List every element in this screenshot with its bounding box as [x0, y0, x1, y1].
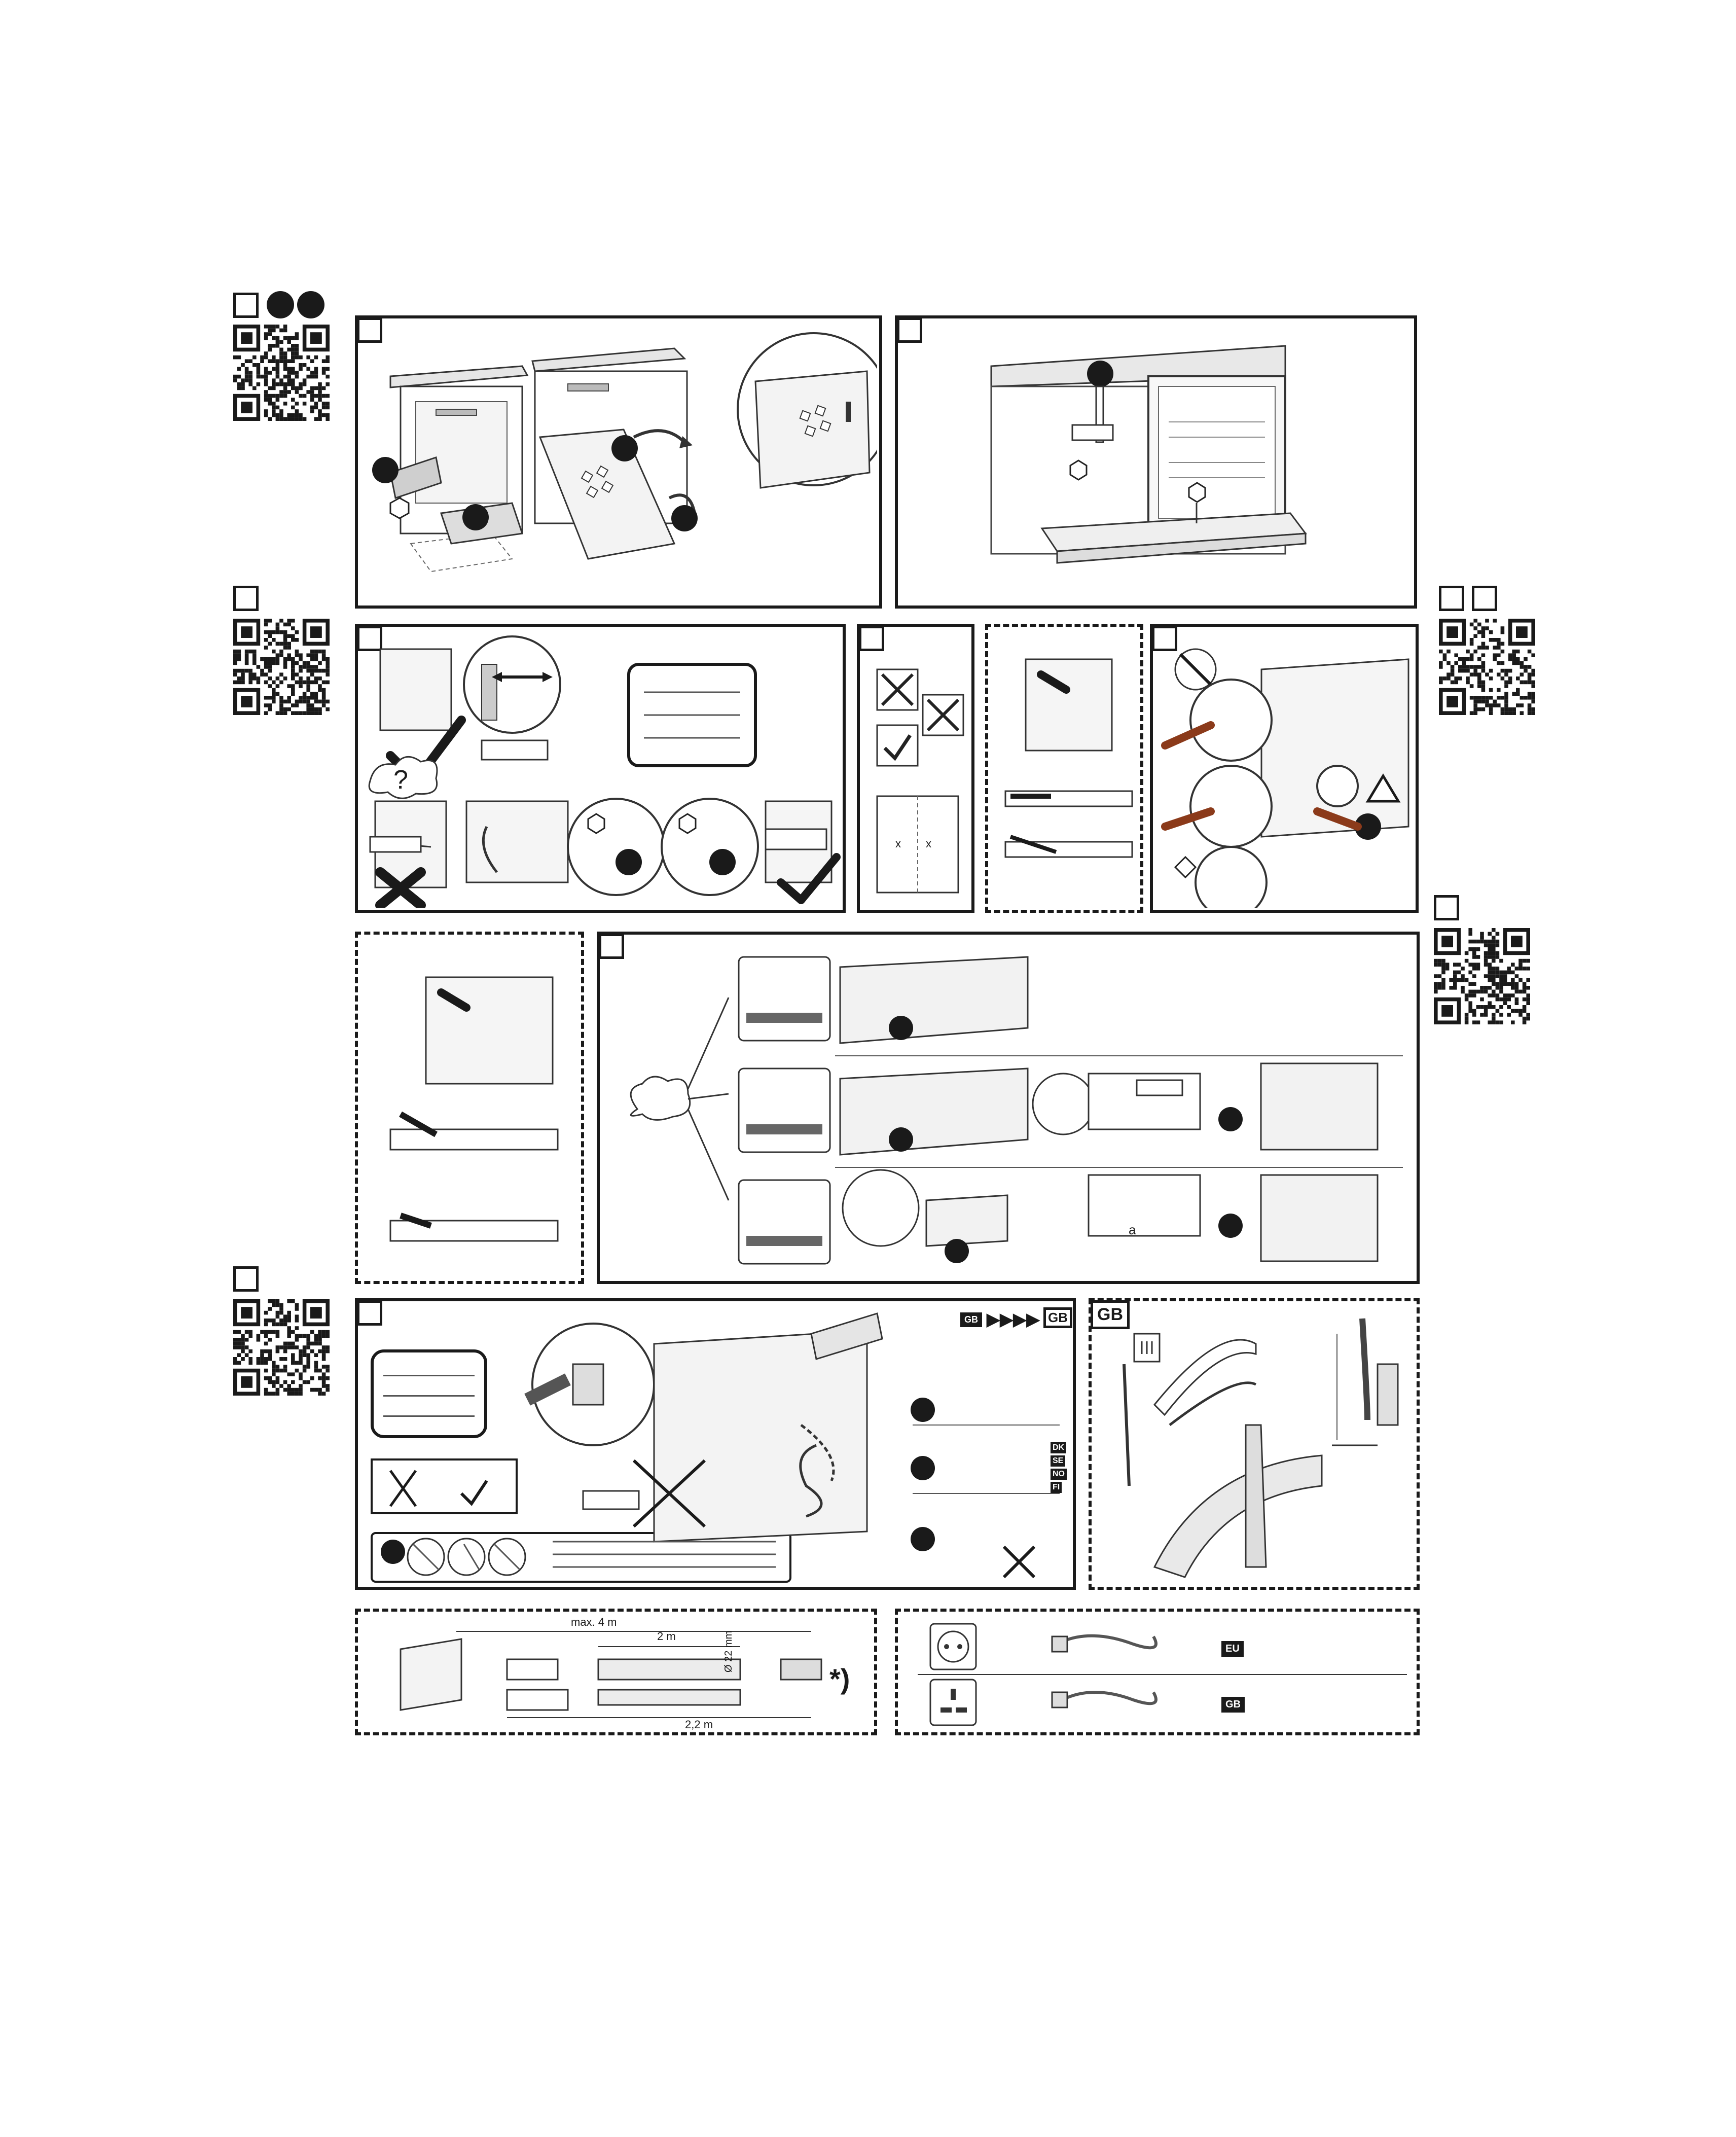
country-tag-fi: FI — [1051, 1482, 1062, 1493]
panel-door-removal — [355, 315, 882, 609]
power-plugs-illustration — [900, 1614, 1417, 1733]
hinge-screws-illustration — [1155, 629, 1416, 908]
water-connection-illustration — [360, 1303, 1072, 1585]
panel-cabinet-check: x x — [857, 624, 974, 913]
door-check-illustration — [360, 629, 842, 908]
hose-supply-length: 2,2 m — [685, 1718, 713, 1731]
plinth-hinge-illustration — [360, 937, 583, 1281]
panel-door-check: ? — [355, 624, 846, 913]
hose-lengths-illustration — [360, 1614, 875, 1733]
qr-code-icon — [233, 619, 330, 715]
qr-code-icon — [233, 1299, 330, 1396]
gb-outline-tag: GB — [1043, 1307, 1072, 1328]
country-tag-no: NO — [1051, 1469, 1067, 1480]
gb-drain-illustration — [1094, 1303, 1418, 1585]
marker-square-top — [233, 293, 259, 318]
panel-hinge-screws — [1150, 624, 1419, 913]
dimension-x-2: x — [926, 837, 931, 850]
hinge-adjust-illustration — [990, 629, 1142, 908]
marker-square-3b — [1472, 586, 1497, 611]
dishwasher-door-illustration — [360, 320, 877, 604]
dishwasher-open-illustration — [900, 320, 1412, 604]
qr-code-icon — [1439, 619, 1535, 715]
qr-code-icon — [233, 325, 330, 421]
marker-square-3a — [1439, 586, 1464, 611]
panel-hose-lengths: max. 4 m 2 m Ø 22 mm 2,2 m *) — [355, 1609, 877, 1735]
marker-square-4 — [1434, 895, 1459, 920]
qr-code-icon — [1434, 928, 1530, 1024]
marker-square-2 — [233, 586, 259, 611]
power-eu-tag: EU — [1221, 1641, 1244, 1657]
panel-power-plugs: EU GB — [895, 1609, 1420, 1735]
marker-dot-1 — [267, 291, 294, 318]
panel-hinge-adjust — [985, 624, 1143, 913]
hose-diameter: Ø 22 mm — [723, 1631, 735, 1672]
marker-square-5 — [233, 1266, 259, 1292]
gb-arrows: ▶▶▶▶ — [987, 1309, 1040, 1330]
plinth-options-illustration — [602, 937, 1416, 1281]
country-tag-se: SE — [1051, 1455, 1065, 1467]
hose-max-length: max. 4 m — [571, 1616, 617, 1629]
panel-plinth-options: a — [597, 932, 1420, 1284]
question-mark: ? — [393, 765, 408, 795]
hose-segment-length: 2 m — [657, 1630, 676, 1643]
dimension-x-1: x — [895, 837, 901, 850]
panel-gb-drain: GB — [1089, 1298, 1420, 1590]
hose-footnote-mark: *) — [829, 1662, 850, 1695]
panel-plinth-hinge — [355, 932, 584, 1284]
cabinet-check-illustration — [862, 629, 973, 908]
panel-water-connection: GB ▶▶▶▶ GB DK SE NO FI — [355, 1298, 1076, 1590]
power-gb-tag: GB — [1221, 1697, 1245, 1713]
dimension-a: a — [1129, 1222, 1136, 1238]
panel-dishwasher-open — [895, 315, 1417, 609]
country-tag-dk: DK — [1051, 1442, 1066, 1453]
marker-dot-2 — [297, 291, 324, 318]
gb-small-tag: GB — [960, 1312, 982, 1327]
